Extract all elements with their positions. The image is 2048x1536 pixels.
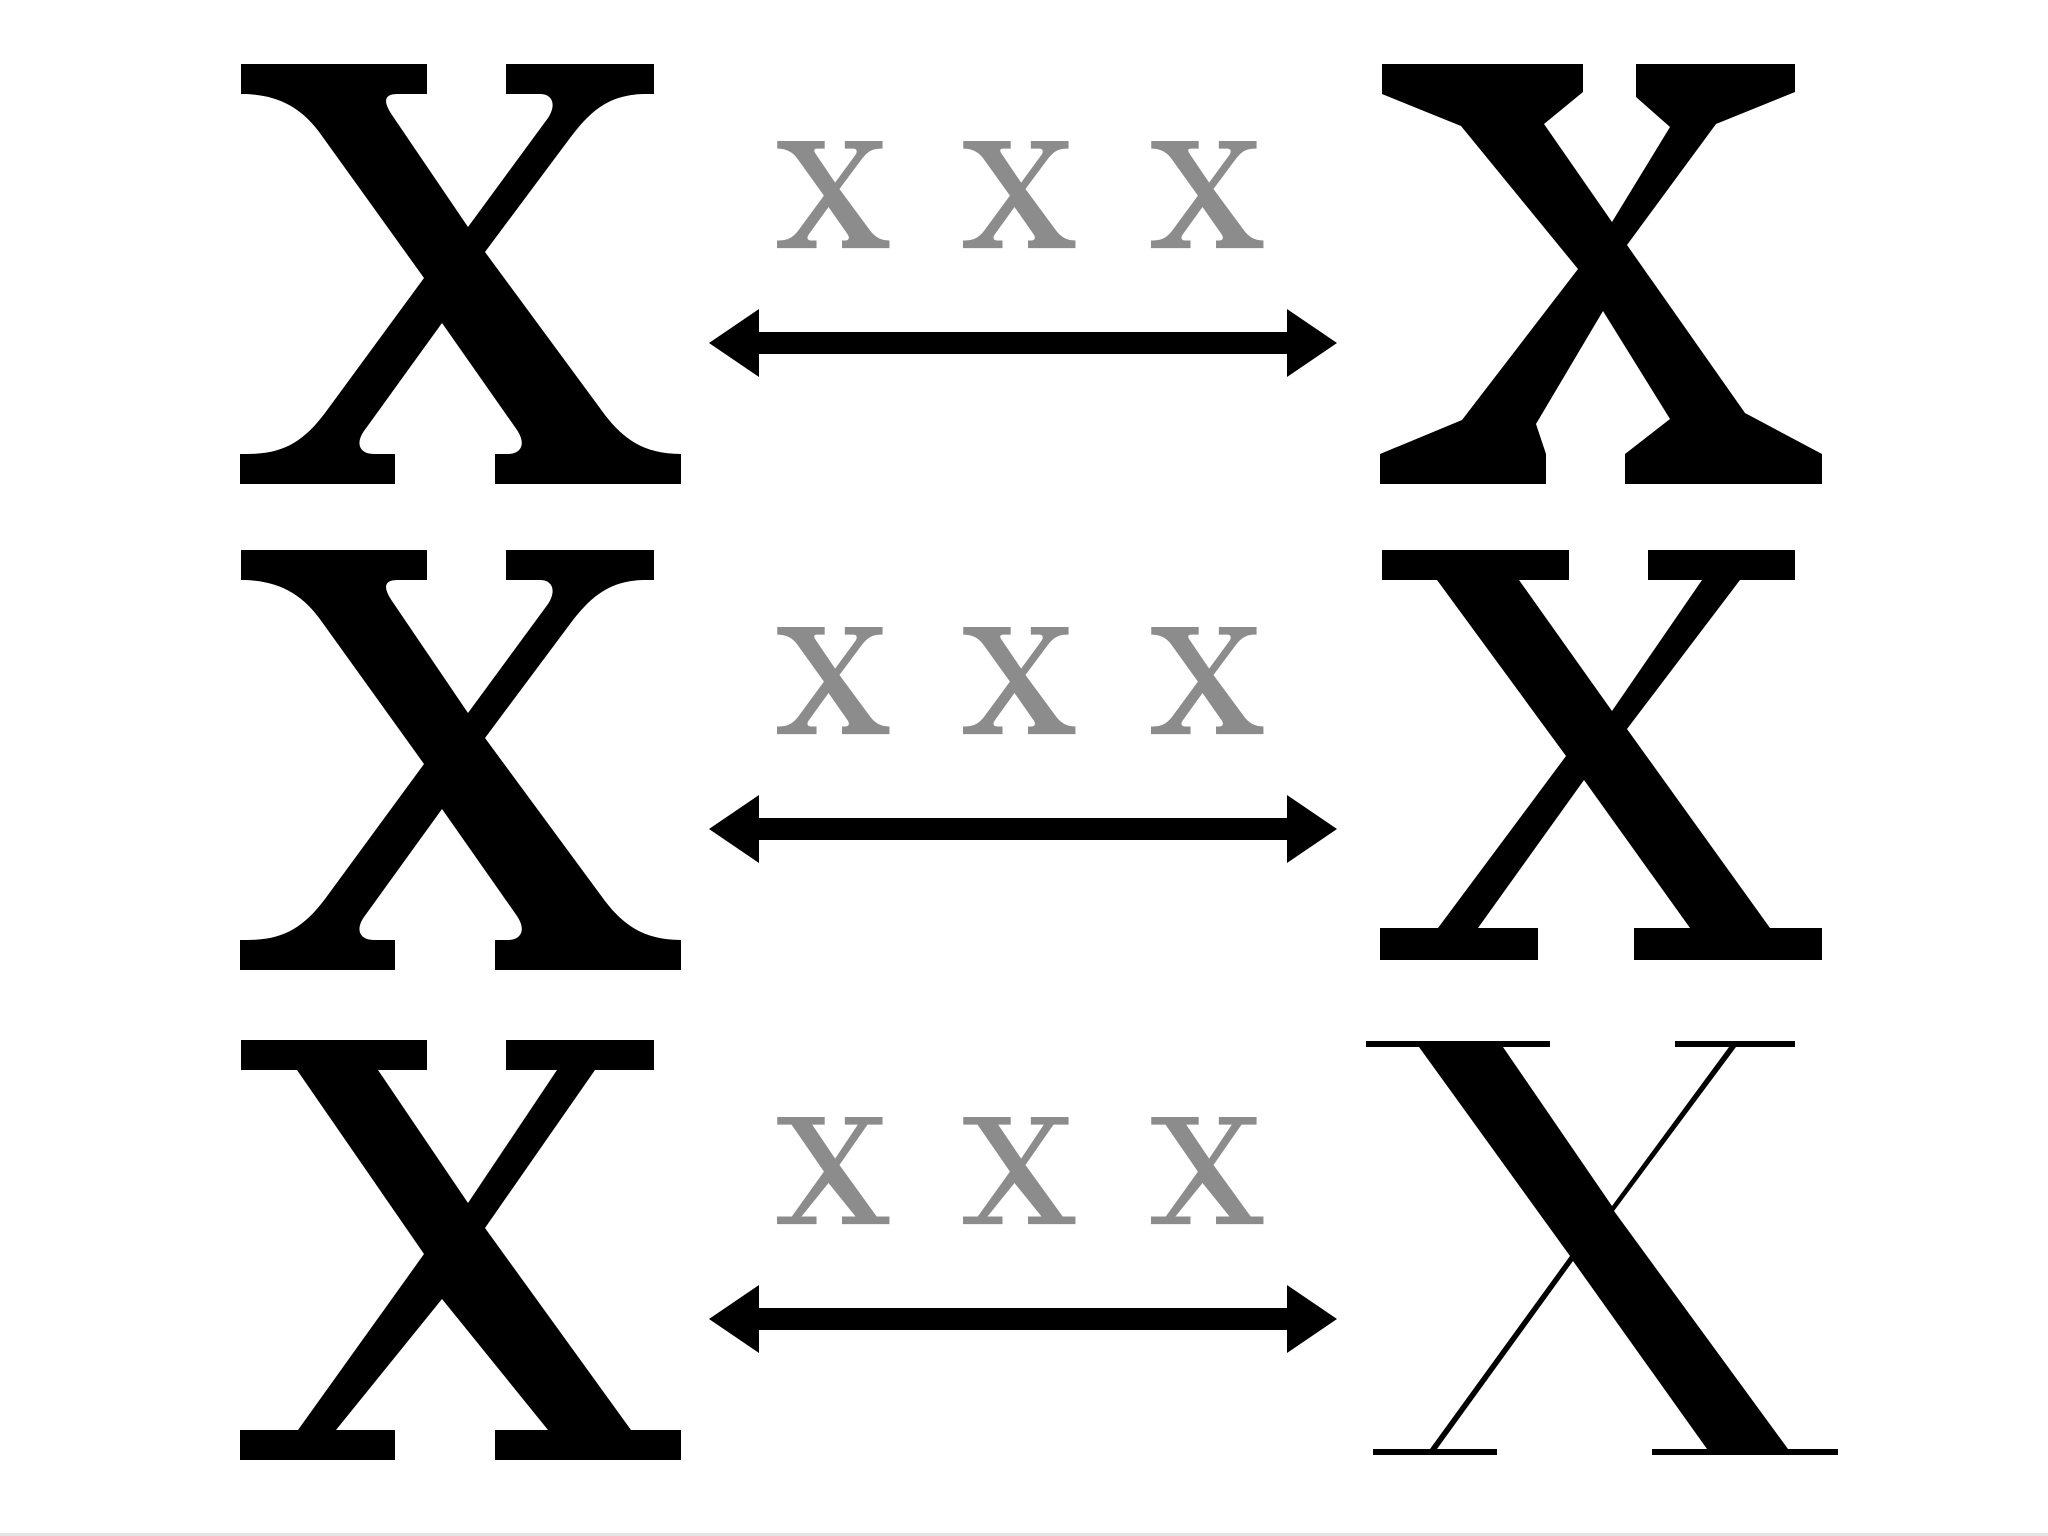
row-2 — [240, 550, 1822, 970]
double-headed-arrow-icon — [709, 795, 1337, 863]
intermediate-glyph-2 — [963, 141, 1076, 249]
intermediate-glyph-1 — [777, 1117, 890, 1225]
double-headed-arrow-icon — [709, 309, 1337, 377]
row-1 — [240, 64, 1822, 484]
double-headed-arrow-icon — [709, 1285, 1337, 1353]
bottom-divider — [0, 1533, 2048, 1536]
intermediate-glyph-2 — [963, 1117, 1076, 1225]
source-glyph — [240, 550, 681, 970]
target-glyph — [1380, 64, 1822, 484]
intermediate-glyph-1 — [777, 627, 890, 735]
source-glyph — [240, 1040, 681, 1460]
intermediate-glyph-3 — [1151, 627, 1264, 735]
intermediate-glyph-2 — [963, 627, 1076, 735]
source-glyph — [240, 64, 681, 484]
row-3 — [240, 1040, 1838, 1460]
target-glyph — [1380, 550, 1822, 960]
intermediate-glyph-1 — [777, 141, 890, 249]
target-glyph — [1366, 1041, 1838, 1455]
intermediate-glyph-3 — [1151, 141, 1264, 249]
intermediate-glyph-3 — [1151, 1117, 1264, 1225]
